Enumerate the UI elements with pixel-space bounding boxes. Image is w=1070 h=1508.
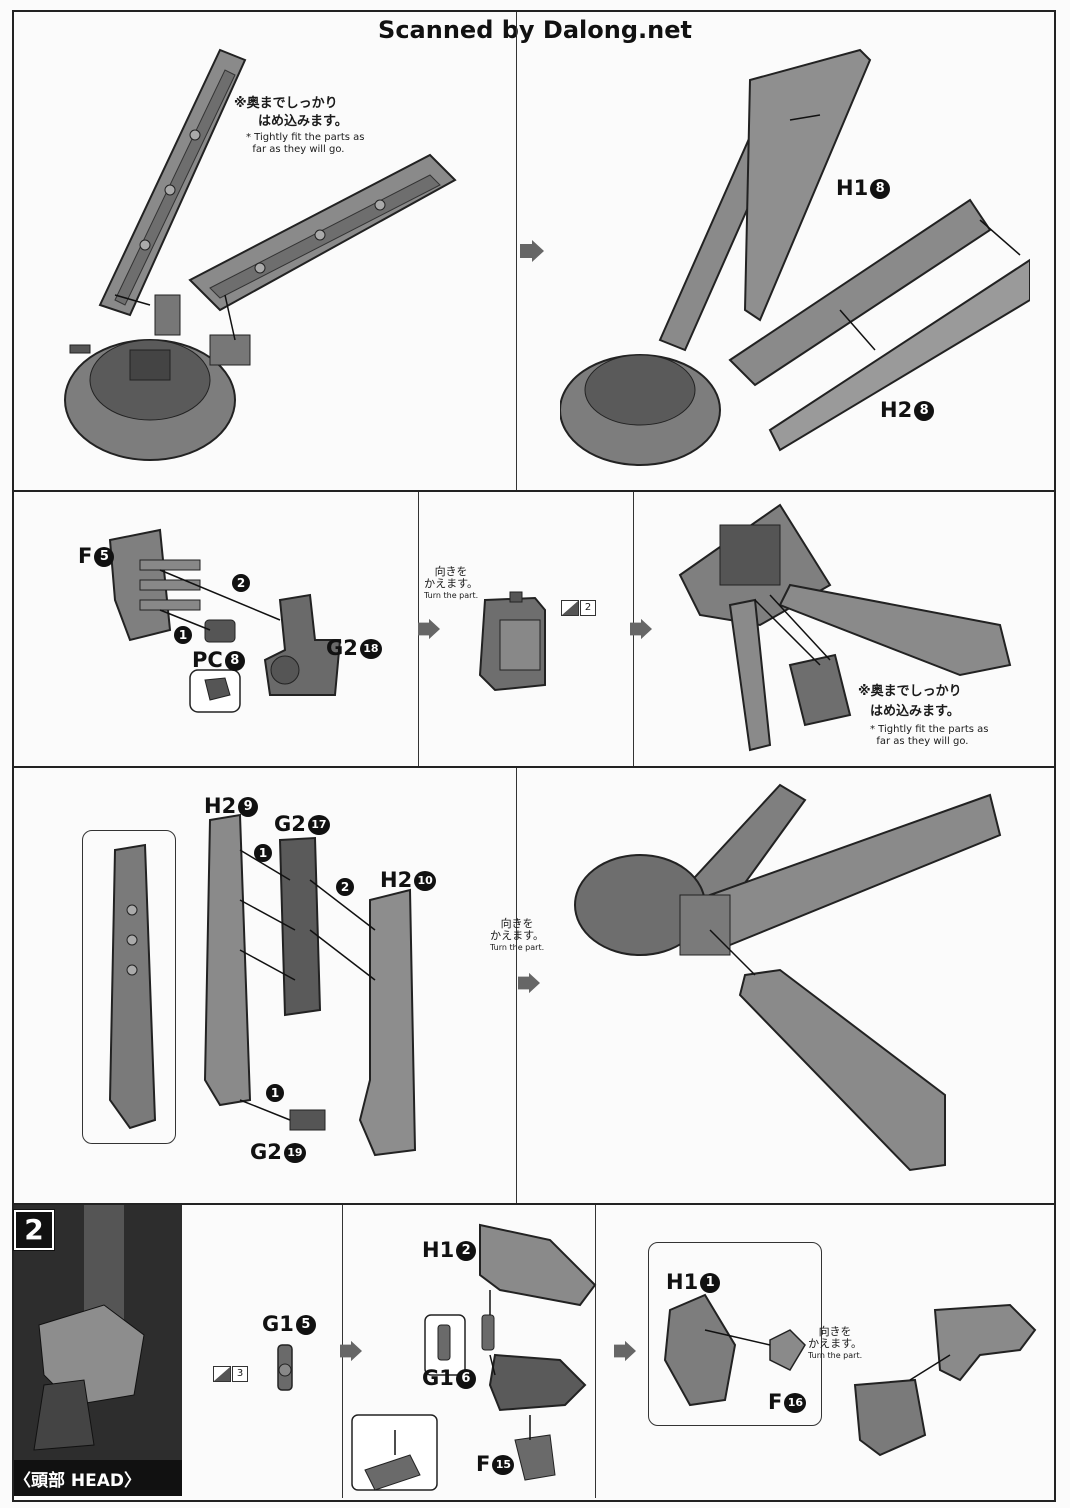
part-number-badge: 5 bbox=[94, 547, 115, 567]
panel4-illustration bbox=[478, 591, 546, 692]
panel4-tag: 2 bbox=[561, 600, 596, 616]
part-number-badge: 6 bbox=[455, 1369, 476, 1389]
panel3-illustration bbox=[108, 528, 342, 713]
turn-jp: 向きを かえます。 bbox=[490, 917, 545, 942]
step2-tag: 3 bbox=[213, 1366, 248, 1382]
part-number-badge: 10 bbox=[414, 871, 437, 891]
panel3-step-2: 2 bbox=[232, 574, 250, 592]
divider-col-row3 bbox=[516, 768, 517, 1203]
panel7-illustration bbox=[574, 783, 1002, 1172]
part-number-badge: 8 bbox=[870, 179, 891, 199]
next-step-arrow bbox=[614, 1340, 636, 1362]
panel6-step-1a: 1 bbox=[254, 844, 272, 862]
turn-jp: 向きを かえます。 bbox=[424, 565, 479, 590]
panel6-reference-box bbox=[82, 830, 176, 1144]
next-step-arrow bbox=[340, 1340, 362, 1362]
tag-number: 2 bbox=[580, 600, 596, 616]
step2-right-illustration bbox=[663, 1293, 1037, 1457]
tag-triangle-icon bbox=[213, 1366, 231, 1382]
panel1-note-jp-2: はめ込みます。 bbox=[258, 114, 348, 129]
next-step-arrow bbox=[630, 618, 652, 640]
panel7-turn-note: 向きを かえます。 Turn the part. bbox=[490, 918, 544, 954]
panel6-step-2: 2 bbox=[336, 878, 354, 896]
part-number-badge: 17 bbox=[307, 815, 330, 835]
part-number-badge: 16 bbox=[784, 1393, 807, 1413]
step2-middle-illustration bbox=[351, 1223, 597, 1491]
step2-photo-panel bbox=[14, 1205, 182, 1496]
part-number-badge: 8 bbox=[914, 401, 935, 421]
panel1-note-en: * Tightly fit the parts as far as they w… bbox=[246, 132, 365, 155]
panel6-step-1b: 1 bbox=[266, 1084, 284, 1102]
watermark-title: Scanned by Dalong.net bbox=[378, 16, 692, 44]
step2-detail-box bbox=[648, 1242, 822, 1426]
panel1-illustration bbox=[64, 48, 457, 461]
next-step-arrow bbox=[520, 240, 544, 262]
panel6-illustration bbox=[108, 813, 417, 1157]
page-frame bbox=[12, 10, 1056, 1502]
panel2-illustration bbox=[560, 48, 1030, 466]
turn-en: Turn the part. bbox=[808, 1351, 863, 1360]
panel5-note-jp-2: はめ込みます。 bbox=[870, 704, 960, 719]
next-step-arrow bbox=[518, 972, 540, 994]
panel5-note-en: * Tightly fit the parts as far as they w… bbox=[870, 724, 989, 747]
part-number-badge: 1 bbox=[700, 1273, 721, 1293]
part-number-badge: 5 bbox=[295, 1315, 316, 1335]
divider-row1 bbox=[12, 490, 1054, 492]
part-number-badge: 9 bbox=[238, 797, 259, 817]
divider-col-row1 bbox=[516, 12, 517, 490]
part-number-badge: 19 bbox=[283, 1143, 306, 1163]
divider-row3 bbox=[12, 1203, 1054, 1205]
panel3-step-1: 1 bbox=[174, 626, 192, 644]
part-number-badge: 2 bbox=[456, 1241, 477, 1261]
tag-number: 3 bbox=[232, 1366, 248, 1382]
panel1-note-jp-1: ※奥までしっかり bbox=[234, 96, 338, 111]
turn-jp: 向きを かえます。 bbox=[808, 1325, 863, 1350]
tag-triangle-icon bbox=[561, 600, 579, 616]
step2-g1-part-drawing bbox=[277, 1344, 293, 1391]
part-number-badge: 15 bbox=[492, 1455, 515, 1475]
panel5-note-jp-1: ※奥までしっかり bbox=[858, 684, 962, 699]
step2-badge: 2 bbox=[13, 1209, 55, 1251]
turn-en: Turn the part. bbox=[424, 591, 479, 600]
divider-col-row4b bbox=[595, 1205, 596, 1498]
panel5-illustration bbox=[678, 503, 1012, 752]
step2-title: 〈頭部 HEAD〉 bbox=[14, 1471, 142, 1491]
divider-row2 bbox=[12, 766, 1054, 768]
panel4-turn-note: 向きを かえます。 Turn the part. bbox=[424, 566, 478, 602]
part-number-badge: 18 bbox=[359, 639, 382, 659]
part-number-badge: 8 bbox=[224, 651, 245, 671]
turn-en: Turn the part. bbox=[490, 943, 545, 952]
step2-turn-note: 向きを かえます。 Turn the part. bbox=[808, 1326, 862, 1362]
next-step-arrow bbox=[418, 618, 440, 640]
